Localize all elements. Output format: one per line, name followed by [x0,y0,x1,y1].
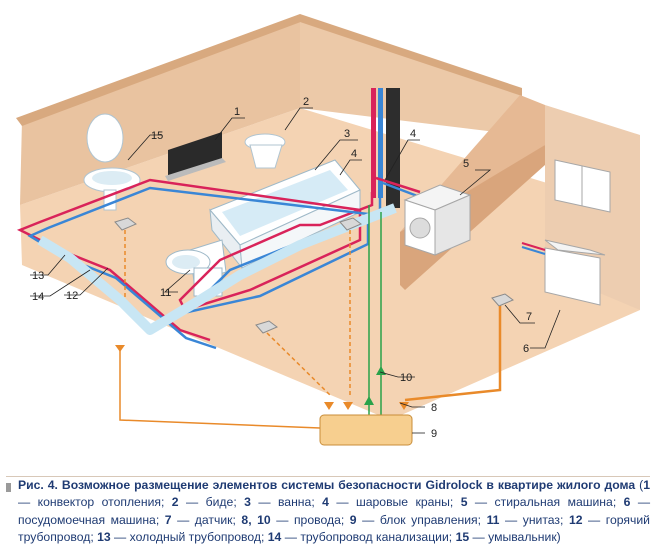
caption-item-text: конвектор отопления [37,495,161,510]
caption-item-num: 12 [568,512,583,527]
label-11: 11 [160,287,171,299]
caption-item-num: 8, 10 [241,512,271,527]
hot-pipe [16,178,374,342]
caption-item-text: трубопровод канализации [300,530,449,545]
label-8: 8 [431,402,437,414]
caption-item-text: биде [205,495,234,510]
cold-pipe-to-washer [382,181,421,199]
caption-item-num: 2 [171,495,179,510]
caption-item-text: посудомоечная машина [18,512,156,527]
caption-item-text: блок управления [379,512,478,527]
riser-hot [371,88,376,198]
label-1: 1 [234,106,240,118]
label-2: 2 [303,96,309,108]
caption-item-num: 15 [455,530,470,545]
caption-item-text: шаровые краны [355,495,450,510]
caption-item-num: 4 [322,495,329,510]
caption-bullet [6,483,11,492]
label-6: 6 [523,343,529,355]
dishwasher [544,239,606,306]
kitchen-cabinet [554,159,611,213]
riser-cold [378,88,383,198]
caption-item-num: 13 [97,530,111,545]
caption-item-text: умывальник [488,530,557,545]
caption-item-num: 5 [460,495,468,510]
bidet [244,133,286,169]
figure-caption: Рис. 4. Возможное размещение элементов с… [6,476,650,547]
caption-text: Рис. 4. Возможное размещение элементов с… [18,477,650,547]
label-3: 3 [344,128,350,140]
caption-item-num: 14 [267,530,282,545]
caption-item-num: 1 [643,478,650,492]
wall-top-left [16,14,306,126]
caption-item-text: горячий трубопровод [18,512,650,545]
convector [168,132,222,178]
sewer-pipe [37,203,397,335]
caption-title: Рис. 4. Возможное размещение элементов с… [18,478,636,492]
control-unit [319,414,413,446]
caption-item-text: провода [293,512,341,527]
label-14: 14 [32,291,44,303]
label-12: 12 [66,290,78,302]
hot-pipe-to-dishwasher [521,242,546,251]
caption-item-num: 3 [244,495,251,510]
caption-item-num: 11 [486,512,500,527]
caption-item-num: 9 [349,512,357,527]
sensors [114,217,514,334]
caption-item-text: датчик [194,512,233,527]
caption-item-text: унитаз [522,512,561,527]
wall-top-right [300,14,522,96]
label-9: 9 [431,428,437,440]
label-10: 10 [400,372,412,384]
caption-legend: (1 — конвектор отопления; 2 — биде; 3 — … [18,478,651,545]
riser-sewer [386,88,400,208]
washbasin [83,113,141,211]
convector-base [165,158,226,181]
caption-item-text: холодный трубопровод [129,530,261,545]
label-5: 5 [463,158,469,170]
label-7: 7 [526,311,532,323]
label-13: 13 [32,270,44,282]
label-4-lower: 4 [351,148,357,160]
wires [115,205,502,429]
washing-machine [403,184,472,256]
caption-item-text: стиральная машина [494,495,613,510]
back-right-wall [300,20,520,135]
label-15: 15 [151,130,163,142]
label-4-upper: 4 [410,128,416,140]
leader-lines [30,107,561,434]
caption-item-num: 6 [623,495,631,510]
apartment-diagram: 1 2 3 4 4 5 6 7 8 9 10 11 12 13 14 15 [16,14,640,446]
cold-pipe-to-dishwasher [521,246,546,255]
caption-item-text: ванна [277,495,312,510]
back-left-wall [20,20,300,205]
caption-item-num: 7 [164,512,172,527]
hot-pipe-to-washer [375,176,421,194]
